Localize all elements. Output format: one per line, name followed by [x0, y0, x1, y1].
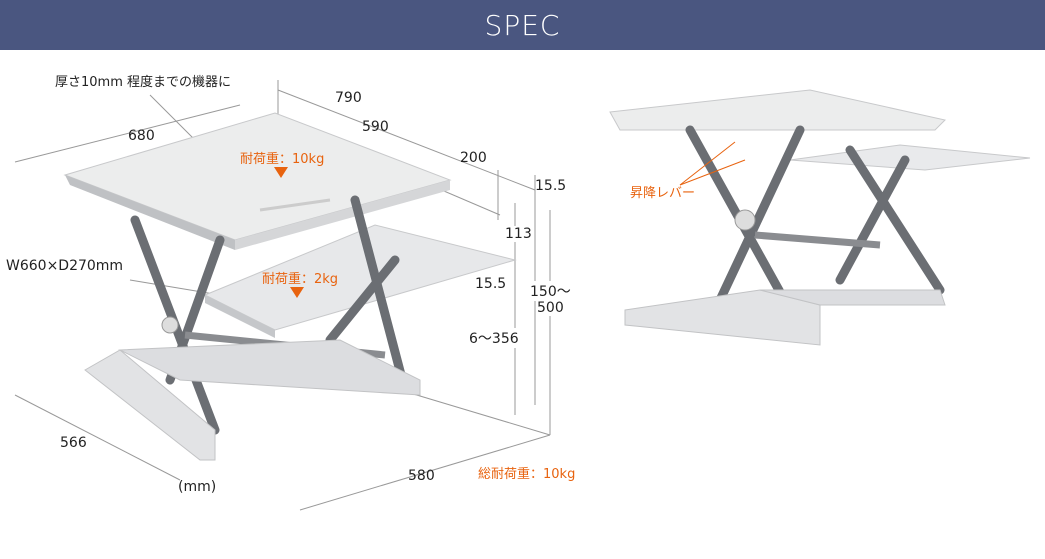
- dim-thickness-top: 15.5: [535, 178, 567, 194]
- desk-photo: [609, 89, 1031, 346]
- load-total-label: 総耐荷重：10kg: [478, 467, 576, 482]
- spec-title: SPEC: [484, 8, 561, 42]
- device-note: 厚さ10mm 程度までの機器に: [55, 75, 232, 90]
- load-top-label: 耐荷重：10kg: [240, 152, 325, 167]
- spec-header: SPEC: [0, 0, 1045, 50]
- arrow-down-icon: [274, 167, 288, 178]
- desk-illustration: [63, 112, 517, 461]
- dim-height-range-a: 150～: [530, 281, 571, 301]
- dim-thickness-kb: 15.5: [475, 276, 507, 292]
- load-keyboard-label: 耐荷重：2kg: [262, 272, 339, 287]
- dim-depth-top: 590: [362, 119, 389, 135]
- lever-label: 昇降レバー: [630, 186, 696, 201]
- dim-keyboard-offset: 200: [460, 150, 487, 166]
- unit-label: (mm): [178, 479, 217, 495]
- dim-gap: 113: [505, 226, 532, 242]
- dim-depth-total: 790: [335, 90, 362, 106]
- dim-kb-height-range: 6～356: [469, 328, 519, 348]
- dim-base-depth: 580: [408, 468, 435, 484]
- dim-width-top: 680: [128, 128, 155, 144]
- dim-base-width: 566: [60, 435, 87, 451]
- keyboard-tray-size: W660×D270mm: [6, 258, 124, 274]
- desk-diagram: [14, 80, 1031, 511]
- dim-height-range-b: 500: [537, 300, 564, 316]
- arrow-down-icon: [290, 287, 304, 298]
